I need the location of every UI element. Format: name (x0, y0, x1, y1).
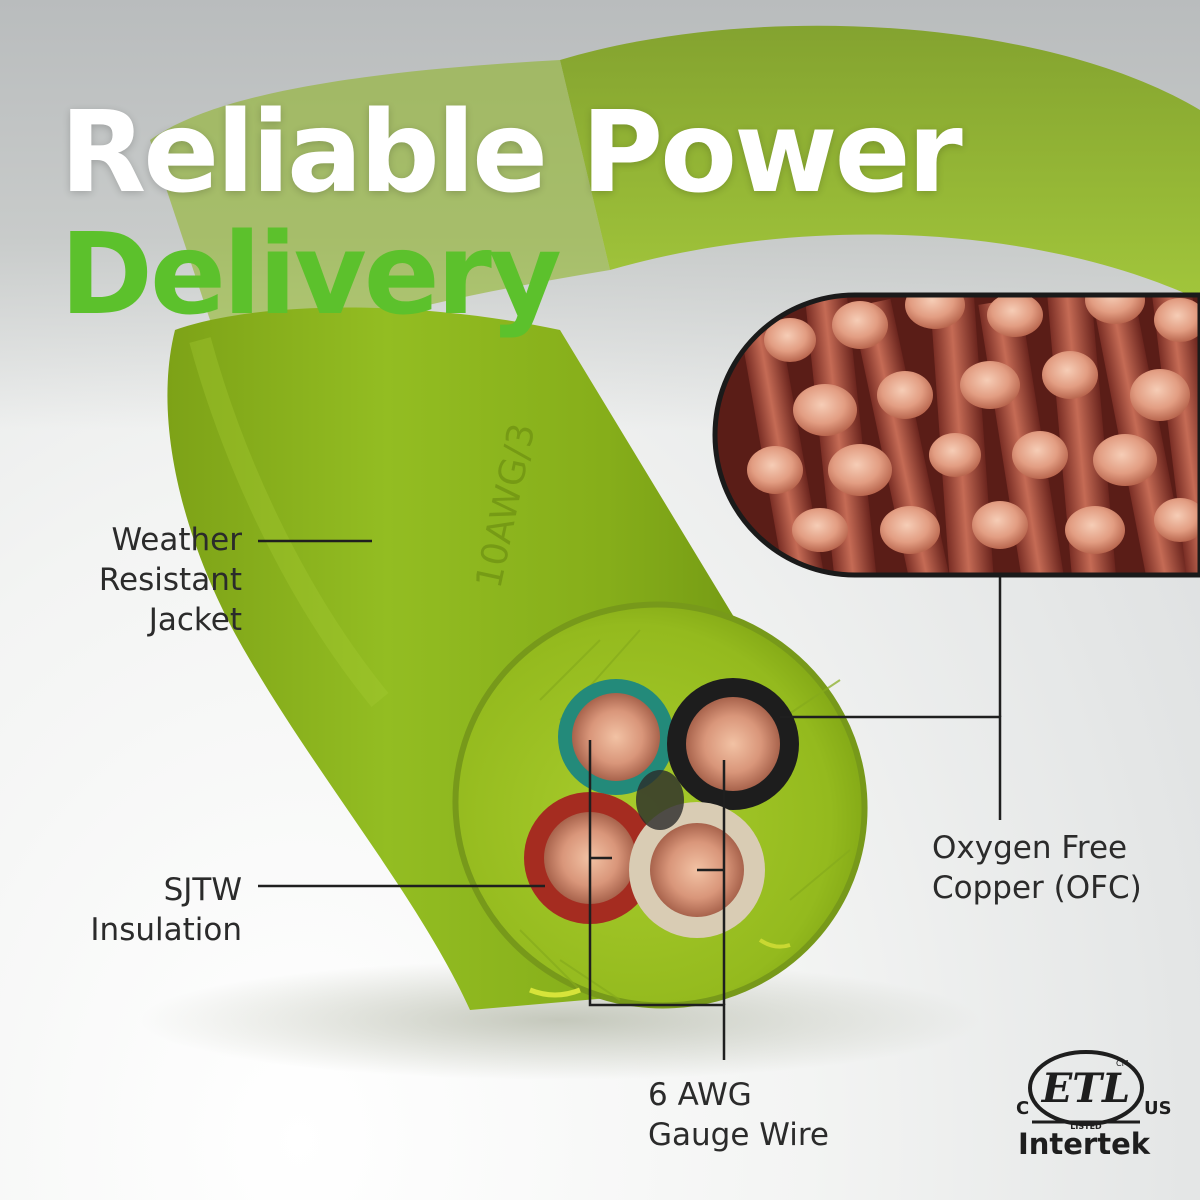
label-6-awg-gauge-wire: 6 AWG Gauge Wire (648, 1075, 829, 1155)
label-line: Weather (111, 522, 242, 558)
label-line: Oxygen Free (932, 830, 1128, 866)
etl-c: C (1016, 1098, 1029, 1119)
etl-listed: LISTED (1070, 1122, 1102, 1130)
label-line: Jacket (148, 602, 242, 638)
headline-line-1: Reliable Power (60, 88, 963, 218)
etl-us: US (1144, 1098, 1172, 1119)
label-weather-resistant-jacket: Weather Resistant Jacket (99, 520, 242, 640)
copper-closeup (715, 295, 1200, 575)
label-oxygen-free-copper: Oxygen Free Copper (OFC) (932, 828, 1142, 908)
label-line: Insulation (90, 912, 242, 948)
label-line: Gauge Wire (648, 1117, 829, 1153)
etl-mark: ETL (1041, 1065, 1130, 1112)
headline-line-2: Delivery (60, 210, 562, 340)
headline: Reliable Power Delivery (60, 92, 963, 340)
label-line: SJTW (163, 872, 242, 908)
label-line: Copper (OFC) (932, 870, 1142, 906)
intertek-brand: Intertek (1017, 1127, 1151, 1161)
label-sjtw-insulation: SJTW Insulation (90, 870, 242, 950)
label-line: Resistant (98, 562, 242, 598)
etl-cm: CM (1116, 1059, 1129, 1068)
label-line: 6 AWG (648, 1077, 752, 1113)
etl-listed-logo: ETL CM C US LISTED (1016, 1050, 1172, 1130)
